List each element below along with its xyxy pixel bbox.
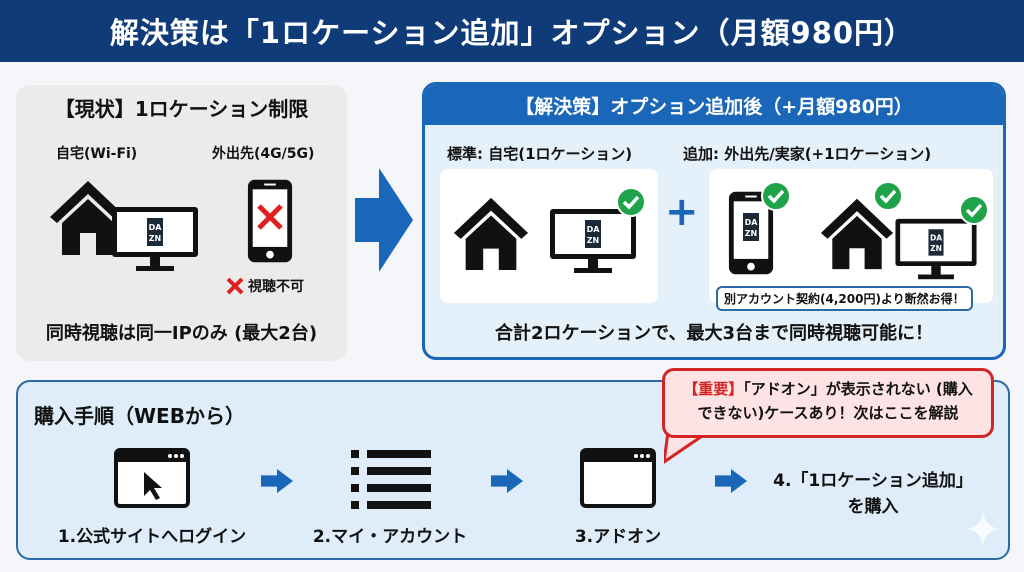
step-1-label: 1.公式サイトへログイン (57, 527, 247, 547)
step-2-label: 2.マイ・アカウント (312, 527, 468, 547)
not-allowed-label: 視聴不可 (248, 279, 304, 295)
standard-label: 標準: 自宅(1ロケーション) (447, 145, 633, 163)
house-icon (452, 194, 530, 272)
added-card (709, 169, 993, 303)
step-3-label: 3.アドオン (574, 527, 662, 547)
current-heading: 【現状】1ロケーション制限 (54, 97, 309, 121)
callout-tag: 【重要】 (683, 380, 744, 398)
step-arrow-icon (715, 468, 747, 494)
important-callout: 【重要】「アドオン」が表示されない (購入 できない)ケースあり！次はここを解説 (662, 368, 994, 438)
plus-sign: + (665, 189, 699, 235)
solution-heading: 【解決策】オプション追加後（+月額980円） (425, 85, 1003, 125)
big-arrow-icon (355, 168, 413, 272)
step-4-label: 4.「1ロケーション追加」 を購入 (758, 468, 988, 520)
browser-window-icon (580, 448, 656, 508)
browser-cursor-icon (114, 448, 190, 508)
red-x-icon (257, 204, 283, 230)
step-arrow-icon (261, 468, 293, 494)
added-label: 追加: 外出先/実家(+1ロケーション) (683, 145, 932, 163)
savings-note: 別アカウント契約(4,200円)より断然お得！ (716, 286, 973, 311)
standard-card (440, 169, 658, 303)
sparkle-icon (966, 512, 1000, 546)
red-x-small-icon (226, 277, 244, 295)
check-icon (959, 195, 989, 225)
solution-footer: 合計2ロケーションで、最大3台まで同時視聴可能に！ (495, 323, 933, 344)
check-icon (761, 181, 791, 211)
tv-dazn-icon (893, 217, 979, 283)
dazn-logo-icon (743, 213, 759, 241)
purchase-heading: 購入手順（WEBから） (34, 404, 245, 428)
check-icon (616, 187, 646, 217)
step-arrow-icon (491, 468, 523, 494)
current-panel: 【現状】1ロケーション制限 自宅(Wi-Fi) 外出先(4G/5G) 視聴不可 … (16, 85, 347, 361)
step-4-line1: 4.「1ロケーション追加」 (773, 471, 973, 491)
list-icon (351, 450, 431, 509)
home-label: 自宅(Wi-Fi) (56, 146, 138, 162)
callout-text-2: できない)ケースあり！次はここを解説 (697, 404, 959, 422)
tv-dazn-icon (548, 207, 638, 277)
mobile-label: 外出先(4G/5G) (212, 146, 315, 162)
solution-panel: 【解決策】オプション追加後（+月額980円） 標準: 自宅(1ロケーション) 追… (422, 82, 1006, 360)
tv-dazn-icon (110, 205, 200, 275)
check-icon (873, 181, 903, 211)
current-footer: 同時視聴は同一IPのみ (最大2台) (45, 323, 318, 344)
page-title: 解決策は「1ロケーション追加」オプション（月額980円） (0, 0, 1024, 62)
callout-text-1: 「アドオン」が表示されない (購入 (743, 380, 973, 398)
step-4-line2: を購入 (847, 497, 899, 517)
